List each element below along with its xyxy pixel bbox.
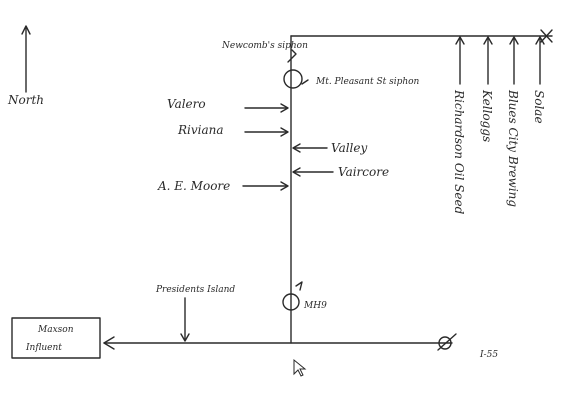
bottom-right-manhole <box>438 336 452 350</box>
vertical-arrow-2 <box>483 36 493 85</box>
mt-pleasant-label: Mt. Pleasant St siphon <box>315 77 420 87</box>
vertical-label-blues-city: Blues City Brewing <box>506 89 520 207</box>
ae-moore-label: A. E. Moore <box>157 179 230 193</box>
vaircore-label: Vaircore <box>338 165 389 179</box>
vertical-arrow-3 <box>509 36 519 85</box>
north-label: North <box>7 93 44 107</box>
vertical-label-kelloggs: Kelloggs <box>480 89 494 142</box>
north-arrow <box>21 25 31 93</box>
presidents-island-label: Presidents Island <box>155 285 235 295</box>
vertical-label-richardson: Richardson Oil Seed <box>452 89 466 215</box>
maxson-label-1: Maxson <box>37 325 74 335</box>
mouse-cursor-icon <box>293 358 307 377</box>
vertical-arrow-1 <box>455 36 465 85</box>
bottom-right-label: I-55 <box>479 350 498 360</box>
mh9-label: MH9 <box>303 301 327 311</box>
valley-label: Valley <box>331 141 367 155</box>
top-end-mark <box>540 29 553 43</box>
top-siphon-label: Newcomb's siphon <box>221 41 308 51</box>
mh9-manhole <box>282 293 300 311</box>
maxson-influent-box <box>11 317 101 359</box>
maxson-label-2: Influent <box>25 343 62 353</box>
bottom-arrowhead <box>103 336 115 350</box>
valero-label: Valero <box>167 97 206 111</box>
rivianna-label: Riviana <box>177 123 224 137</box>
vertical-label-solae: Solae <box>532 90 546 124</box>
siphon-mt-pleasant-manhole <box>283 69 303 89</box>
vertical-arrow-4 <box>535 36 545 85</box>
